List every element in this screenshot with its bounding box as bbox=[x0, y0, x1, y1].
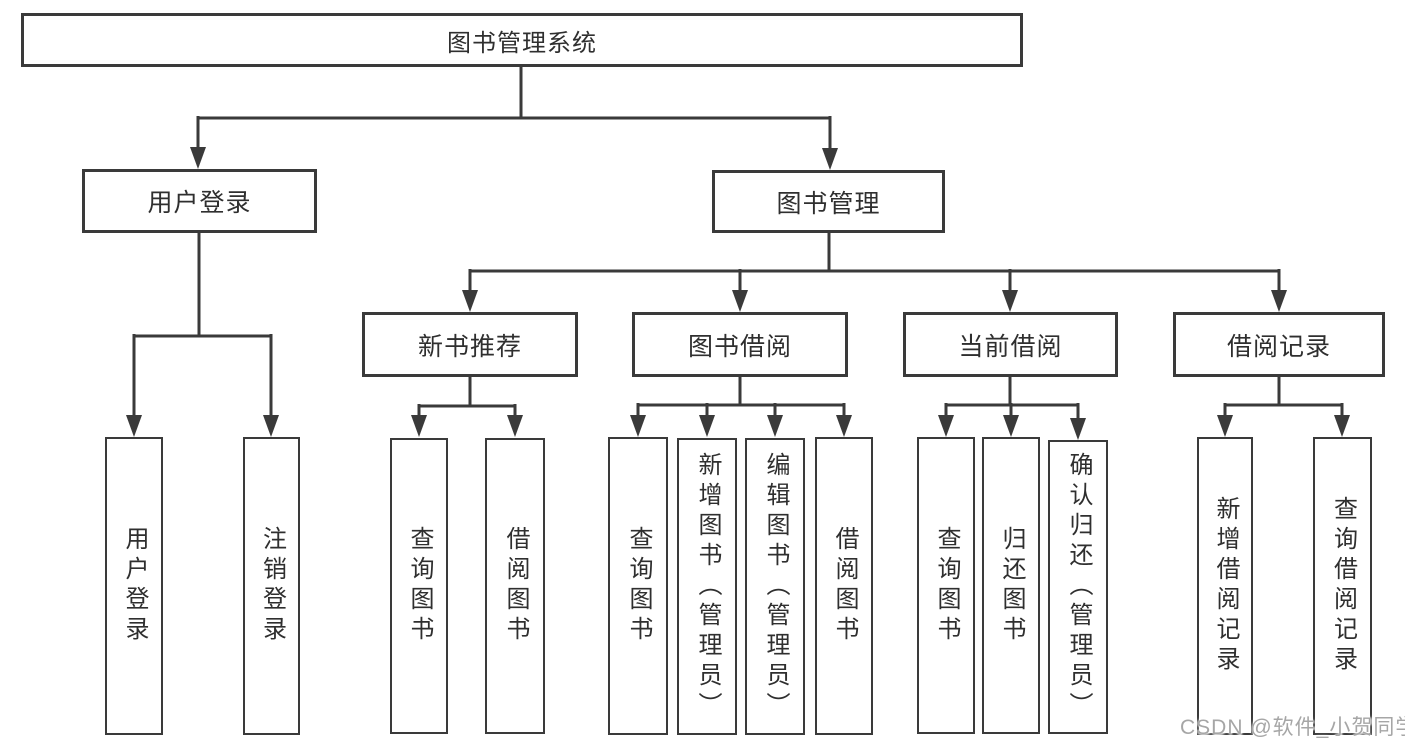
node-user-login-branch-label: 用户登录 bbox=[147, 189, 252, 217]
node-current-borrow: 当前借阅 bbox=[903, 312, 1118, 377]
arrow-icon bbox=[1271, 290, 1287, 312]
leaf-query-borrow-record-label: 查询借阅记录 bbox=[1329, 496, 1357, 676]
edge-root-fork bbox=[196, 66, 832, 150]
arrow-icon bbox=[630, 415, 646, 437]
leaf-return-books: 归还图书 bbox=[982, 437, 1040, 734]
arrow-icon bbox=[836, 415, 852, 437]
arrow-icon bbox=[126, 415, 142, 437]
arrow-icon bbox=[1002, 290, 1018, 312]
arrow-icon bbox=[263, 415, 279, 437]
node-book-management-label: 图书管理 bbox=[776, 189, 881, 218]
arrow-icon bbox=[190, 147, 206, 169]
leaf-borrow-books-recommend: 借阅图书 bbox=[485, 438, 545, 734]
arrow-icon bbox=[462, 290, 478, 312]
arrow-icon bbox=[822, 148, 838, 170]
arrow-icon bbox=[507, 415, 523, 437]
leaf-add-borrow-record-label: 新增借阅记录 bbox=[1212, 496, 1239, 676]
arrow-icon bbox=[699, 415, 715, 437]
node-current-borrow-label: 当前借阅 bbox=[958, 332, 1063, 361]
node-root: 图书管理系统 bbox=[21, 13, 1023, 67]
leaf-user-login: 用户登录 bbox=[105, 437, 163, 735]
edge-recommend-fork bbox=[417, 375, 517, 416]
edge-records-fork bbox=[1223, 375, 1344, 416]
leaf-edit-books-admin-label: 编辑图书（管理员） bbox=[762, 451, 789, 722]
leaf-query-books-recommend: 查询图书 bbox=[390, 438, 448, 734]
leaf-add-borrow-record: 新增借阅记录 bbox=[1197, 437, 1253, 735]
arrow-icon bbox=[732, 290, 748, 312]
leaf-confirm-return-admin-label: 确认归还（管理员） bbox=[1065, 452, 1092, 722]
leaf-query-books-current-label: 查询图书 bbox=[933, 525, 960, 646]
edge-bookmgmt-fork bbox=[468, 231, 1281, 291]
leaf-borrow-books-label: 借阅图书 bbox=[831, 526, 858, 646]
leaf-query-borrow-record: 查询借阅记录 bbox=[1313, 437, 1372, 735]
leaf-query-books-recommend-label: 查询图书 bbox=[406, 526, 433, 646]
node-borrow-records: 借阅记录 bbox=[1173, 312, 1385, 377]
leaf-query-books-current: 查询图书 bbox=[917, 437, 975, 734]
arrow-icon bbox=[1217, 415, 1233, 437]
leaf-logout-label: 注销登录 bbox=[258, 526, 286, 646]
edge-userlogin-fork bbox=[132, 231, 273, 416]
leaf-user-login-label: 用户登录 bbox=[121, 526, 148, 646]
node-book-management: 图书管理 bbox=[712, 170, 945, 233]
node-new-book-recommend: 新书推荐 bbox=[362, 312, 578, 377]
arrow-icon bbox=[411, 415, 427, 437]
leaf-borrow-books-recommend-label: 借阅图书 bbox=[502, 526, 529, 646]
node-user-login-branch: 用户登录 bbox=[82, 169, 317, 233]
leaf-edit-books-admin: 编辑图书（管理员） bbox=[745, 438, 805, 735]
node-book-borrow: 图书借阅 bbox=[632, 312, 848, 377]
arrow-icon bbox=[938, 415, 954, 437]
leaf-add-books-admin: 新增图书（管理员） bbox=[677, 438, 737, 735]
leaf-query-books-borrow-label: 查询图书 bbox=[625, 526, 652, 646]
node-new-book-recommend-label: 新书推荐 bbox=[417, 332, 522, 361]
leaf-return-books-label: 归还图书 bbox=[998, 525, 1025, 646]
leaf-add-books-admin-label: 新增图书（管理员） bbox=[694, 451, 721, 722]
arrowheads bbox=[126, 147, 1350, 440]
leaf-borrow-books: 借阅图书 bbox=[815, 437, 873, 735]
leaf-query-books-borrow: 查询图书 bbox=[608, 437, 668, 735]
csdn-watermark: CSDN @软件_小贺同学 bbox=[1180, 716, 1405, 739]
node-root-label: 图书管理系统 bbox=[447, 29, 597, 57]
leaf-confirm-return-admin: 确认归还（管理员） bbox=[1048, 440, 1108, 734]
node-borrow-records-label: 借阅记录 bbox=[1226, 332, 1331, 361]
edge-current-fork bbox=[944, 375, 1080, 419]
arrow-icon bbox=[1070, 418, 1086, 440]
leaf-logout: 注销登录 bbox=[243, 437, 300, 735]
node-book-borrow-label: 图书借阅 bbox=[687, 332, 792, 361]
arrow-icon bbox=[1003, 415, 1019, 437]
arrow-icon bbox=[1334, 415, 1350, 437]
edge-borrow-fork bbox=[636, 375, 846, 416]
arrow-icon bbox=[767, 415, 783, 437]
